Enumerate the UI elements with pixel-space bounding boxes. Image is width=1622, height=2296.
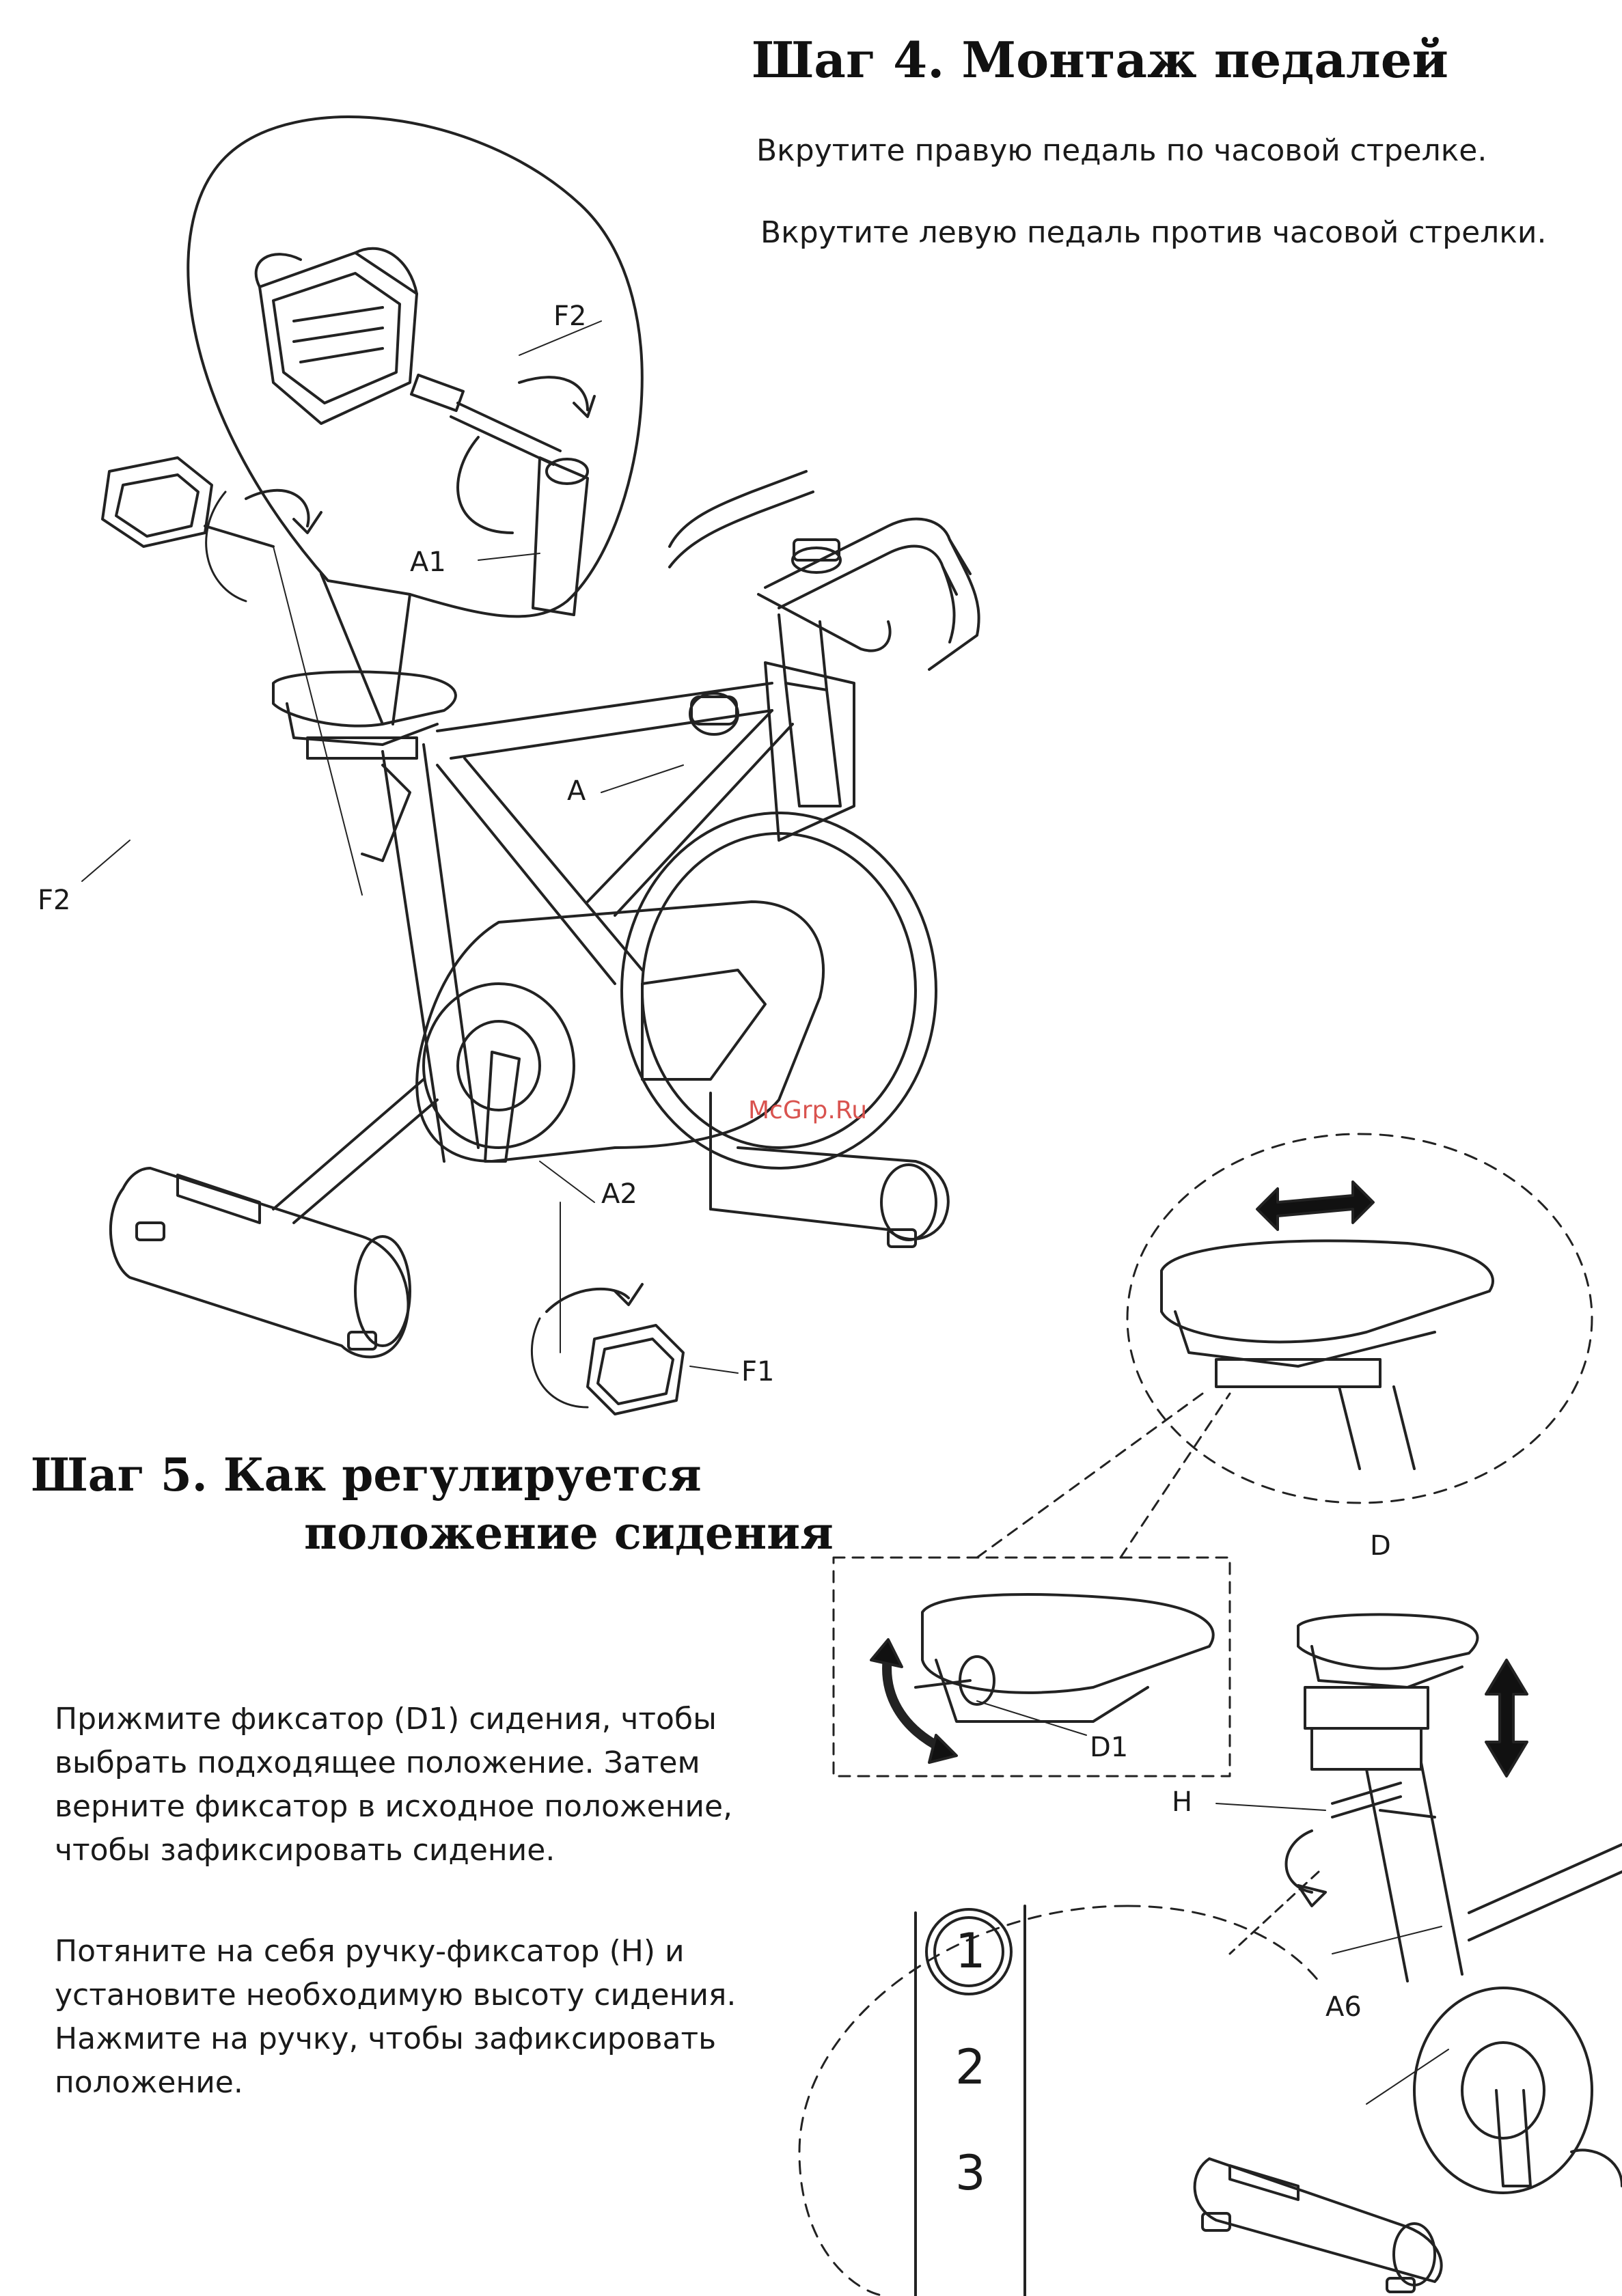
seat-fore-aft-inset	[1126, 1133, 1593, 1504]
label-d1: D1	[1090, 1732, 1129, 1763]
label-f1: F1	[741, 1356, 775, 1387]
label-d: D	[1370, 1530, 1391, 1562]
bike-seat-height-view	[1193, 1613, 1622, 2293]
label-f2-left: F2	[38, 885, 71, 916]
height-position-1: 1	[955, 1923, 986, 1979]
step5-title-line1: Шаг 5. Как регулируется	[31, 1448, 702, 1502]
pedal-inset-callout	[187, 115, 644, 725]
step5-para2-line: положение.	[55, 2065, 243, 2100]
step5-para2-line: установите необходимую высоту сидения.	[55, 1978, 737, 2013]
seat-latch-inset	[832, 1392, 1231, 1778]
step5-para1-line: чтобы зафиксировать сидение.	[55, 1833, 555, 1868]
label-a2: A2	[601, 1178, 637, 1210]
step4-instruction-right: Вкрутите правую педаль по часовой стрелк…	[756, 133, 1487, 168]
step5-para2-line: Потяните на себя ручку-фиксатор (H) и	[55, 1934, 685, 1969]
height-position-2: 2	[955, 2039, 986, 2095]
label-a: A	[567, 775, 586, 807]
pedal-f2-inset	[254, 247, 602, 616]
step5-para1-line: выбрать подходящее положение. Затем	[55, 1745, 700, 1780]
height-position-3: 3	[955, 2145, 986, 2201]
step5-para1-line: Прижмите фиксатор (D1) сидения, чтобы	[55, 1702, 717, 1737]
step4-title: Шаг 4. Монтаж педалей	[752, 31, 1448, 89]
step5-paragraph-latch: Прижмите фиксатор (D1) сидения, чтобы вы…	[55, 1698, 732, 1872]
step4-instruction-left: Вкрутите левую педаль против часовой стр…	[760, 215, 1547, 250]
step5-para2-line: Нажмите на ручку, чтобы зафиксировать	[55, 2021, 717, 2056]
seat-post-height-inset	[798, 1870, 1320, 2296]
label-a6: A6	[1325, 1991, 1362, 2023]
label-a1: A1	[410, 547, 446, 578]
label-f2-inset: F2	[553, 301, 587, 332]
bike-main-view	[81, 456, 980, 1415]
step5-paragraph-height: Потяните на себя ручку-фиксатор (H) и ус…	[55, 1930, 736, 2105]
label-h: H	[1172, 1786, 1193, 1818]
step5-title-line2: положение сидения	[304, 1506, 834, 1560]
step5-para1-line: верните фиксатор в исходное положение,	[55, 1789, 733, 1824]
watermark: McGrp.Ru	[748, 1096, 868, 1124]
